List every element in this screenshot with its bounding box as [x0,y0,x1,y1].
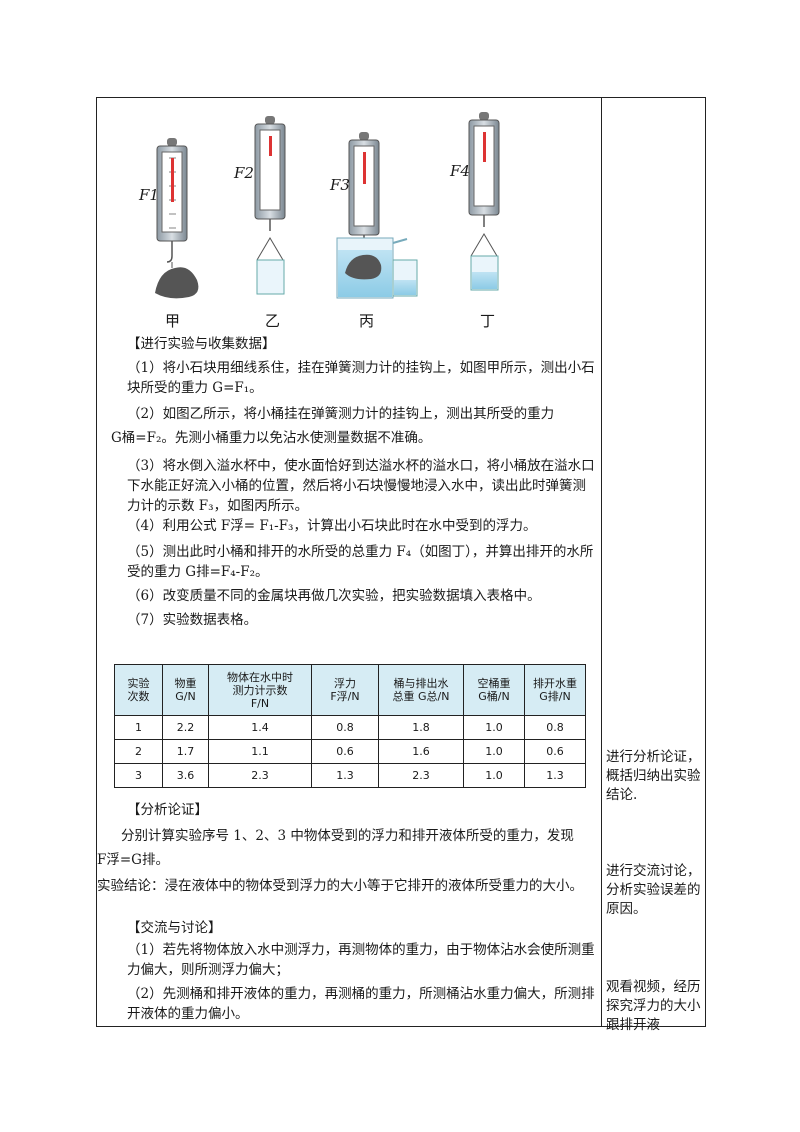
step-6: （6）改变质量不同的金属块再做几次实验，把实验数据填入表格中。 [127,588,541,604]
spring-scale-4 [468,112,500,227]
analysis-line-1: 分别计算实验序号 1、2、3 中物体受到的浮力和排开液体所受的重力，发现 [121,828,574,844]
discussion-item-2: （2）先测桶和排开液体的重力，再测桶的重力，所测桶沾水重力偏大，所测排开液体的重… [127,986,595,1022]
cell: 1 [114,715,163,740]
caption-yi: 乙 [265,312,281,330]
step-2a: （2）如图乙所示，将小桶挂在弹簧测力计的挂钩上，测出其所受的重力 [127,406,555,422]
caption-bing: 丙 [359,312,375,330]
cell: 1.3 [311,763,379,788]
section-heading-analysis: 【分析论证】 [127,802,208,818]
cell: 1.6 [378,739,464,764]
step-2b: G桶=F₂。先测小桶重力以免沾水使测量数据不准确。 [111,430,432,446]
cell: 0.6 [524,739,586,764]
th-total: 桶与排出水总重 G总/N [378,664,464,716]
spring-scale-1 [156,138,188,268]
spring-scale-3 [348,132,380,249]
table-row: 1 2.2 1.4 0.8 1.8 1.0 0.8 [114,715,586,740]
caption-ding: 丁 [480,312,496,330]
label-f1: F1 [139,186,159,204]
main-column: F1 F2 F3 F4 甲 乙 丙 丁 【进行实验与收集数据】 （1）将小石块用… [97,98,601,1026]
cell: 0.8 [311,715,379,740]
column-divider [601,97,602,1027]
discussion-item-1: （1）若先将物体放入水中测浮力，再测物体的重力，由于物体沾水会使所测重力偏大，则… [127,942,595,978]
cell: 1.4 [208,715,312,740]
cell: 1.0 [463,739,525,764]
cell: 1.0 [463,763,525,788]
experiment-illustration [155,112,500,299]
cell: 2.2 [162,715,209,740]
spring-scale-2 [254,116,286,231]
step-3: （3）将水倒入溢水杯中，使水面恰好到达溢水杯的溢水口，将小桶放在溢水口下水能正好… [127,458,595,514]
section-heading-experiment: 【进行实验与收集数据】 [127,336,276,352]
cell: 1.3 [524,763,586,788]
cell: 2 [114,739,163,764]
bucket-2 [256,237,285,295]
table-row: 2 1.7 1.1 0.6 1.6 1.0 0.6 [114,739,586,764]
side-note-analysis: 进行分析论证，概括归纳出实验结论. [606,749,701,803]
cell: 1.1 [208,739,312,764]
analysis-line-2: F浮=G排。 [97,852,169,868]
table-row: 3 3.6 2.3 1.3 2.3 1.0 1.3 [114,763,586,788]
cell: 3.6 [162,763,209,788]
step-5: （5）测出此时小桶和排开的水所受的总重力 F₄（如图丁），并算出排开的水所受的重… [127,544,594,580]
label-f2: F2 [234,164,254,182]
cell: 2.3 [378,763,464,788]
side-note-video: 观看视频，经历探究浮力的大小跟排开液 [606,979,701,1033]
overflow-cup [336,237,418,299]
caption-jia: 甲 [165,312,181,330]
stone-1 [155,267,199,299]
cell: 1.7 [162,739,209,764]
cell: 1.0 [463,715,525,740]
label-f3: F3 [330,176,350,194]
conclusion: 实验结论：浸在液体中的物体受到浮力的大小等于它排开的液体所受重力的大小。 [97,878,583,894]
th-trial: 实验次数 [114,664,163,716]
cell: 2.3 [208,763,312,788]
label-f4: F4 [450,162,470,180]
step-7: （7）实验数据表格。 [127,612,258,628]
step-4: （4）利用公式 F浮= F₁-F₃，计算出小石块此时在水中受到的浮力。 [127,518,537,534]
cell: 0.6 [311,739,379,764]
cell: 3 [114,763,163,788]
bucket-4 [470,233,499,291]
section-heading-discussion: 【交流与讨论】 [127,920,222,936]
cell: 0.8 [524,715,586,740]
side-note-discussion: 进行交流讨论，分析实验误差的原因。 [606,863,701,917]
cell: 1.8 [378,715,464,740]
table-frame [96,97,706,1027]
step-1: （1）将小石块用细线系住，挂在弹簧测力计的挂钩上，如图甲所示，测出小石块所受的重… [127,360,595,396]
